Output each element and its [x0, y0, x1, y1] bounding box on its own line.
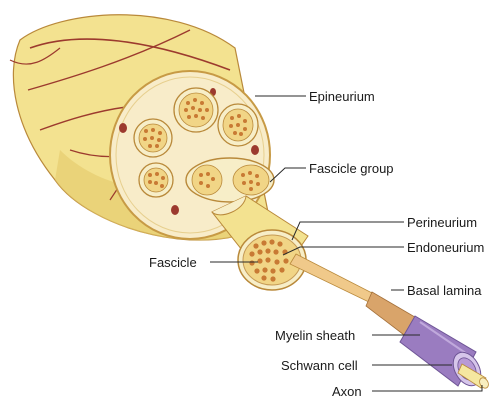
- label-axon: Axon: [332, 384, 362, 399]
- leader-endoneurium: [282, 246, 404, 256]
- leader-perineurium: [291, 221, 404, 241]
- label-basal-lamina: Basal lamina: [407, 283, 482, 298]
- label-myelin-sheath: Myelin sheath: [275, 328, 355, 343]
- label-perineurium: Perineurium: [407, 215, 477, 230]
- nerve-fiber-dots: [143, 98, 260, 191]
- fascicles: [133, 87, 275, 203]
- label-schwann-cell: Schwann cell: [281, 358, 358, 373]
- surface-vessel-1: [29, 38, 231, 71]
- epineurium-inner-edge: [115, 76, 265, 234]
- cut-vessel-1: [119, 123, 127, 133]
- labels: Epineurium Fascicle group Perineurium En…: [149, 89, 484, 399]
- axon-core: [457, 363, 487, 389]
- label-fascicle-group: Fascicle group: [309, 161, 394, 176]
- endoneurium-strand: [289, 253, 379, 305]
- leader-axon: [372, 385, 483, 392]
- fascicle-cross-section: [173, 87, 219, 133]
- fascicle-fiber-dots: [249, 239, 289, 282]
- label-endoneurium: Endoneurium: [407, 240, 484, 255]
- leader-fascicle-group: [269, 167, 306, 183]
- fascicle-cross-section: [138, 162, 174, 198]
- label-fascicle: Fascicle: [149, 255, 197, 270]
- fascicle-group: [185, 157, 275, 203]
- nerve-fiber: [289, 253, 489, 389]
- surface-vessel-6: [9, 47, 61, 65]
- cut-vessel-3: [171, 205, 179, 215]
- leader-lines: [210, 95, 483, 392]
- label-epineurium: Epineurium: [309, 89, 375, 104]
- surface-vessel-2: [27, 29, 191, 91]
- fascicle-extracted: [211, 195, 309, 291]
- cut-vessel-2: [251, 145, 259, 155]
